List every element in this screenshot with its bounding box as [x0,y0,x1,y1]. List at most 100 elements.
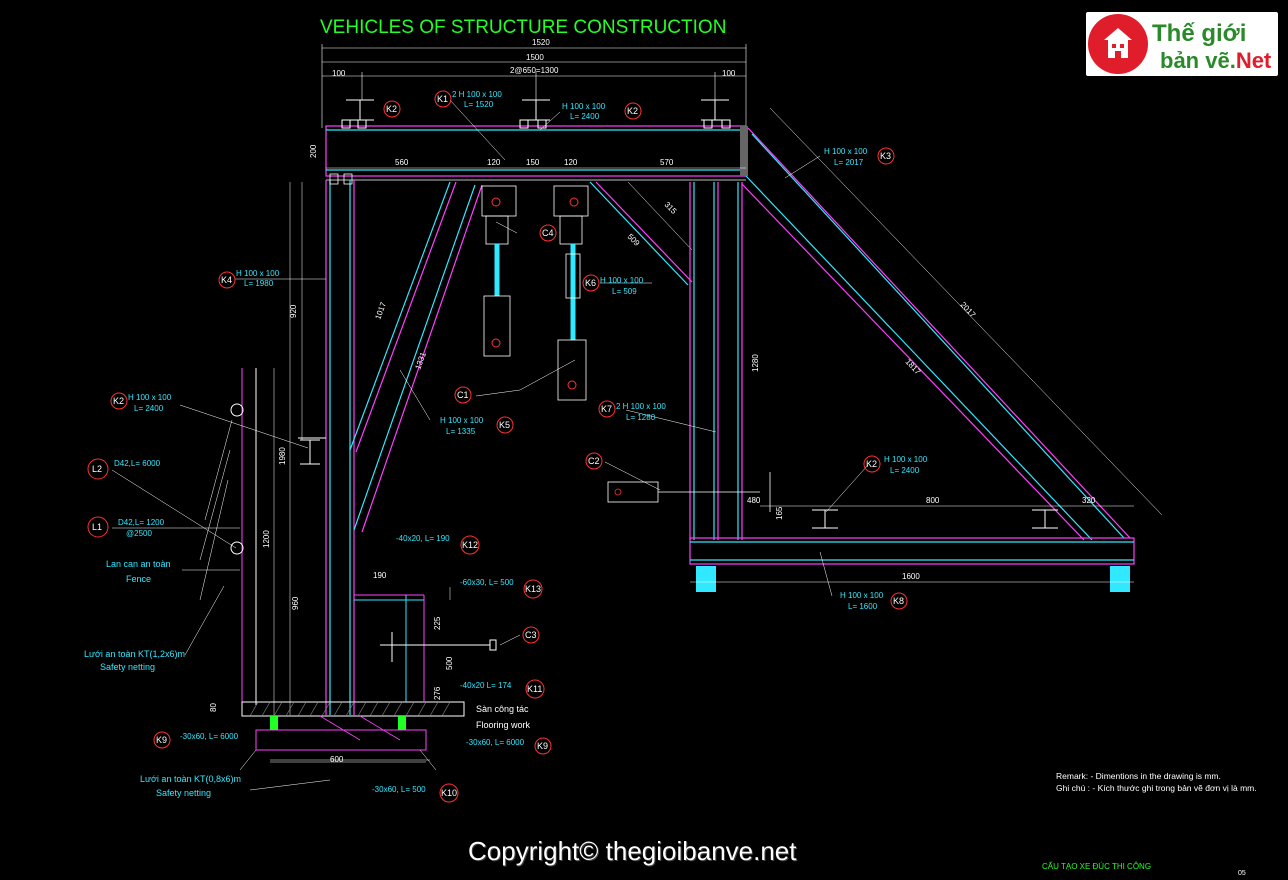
tag-k2-text: K2 [866,459,877,469]
drawing-footer-title: CẤU TẠO XE ĐÚC THI CÔNG [1042,862,1152,871]
tag-k3-text: K3 [880,151,891,161]
k9-label: -30x60, L= 6000 [180,732,239,741]
tag-k2-text: K2 [386,104,397,114]
dim-1500: 1500 [526,53,544,62]
fence [199,368,326,705]
top-dimensions [321,44,747,128]
fence-label-en: Fence [126,574,151,584]
tag-c2-text: C2 [588,456,600,466]
logo-text-net: Net [1235,48,1272,73]
tag-k8-text: K8 [893,596,904,606]
tag-l1: L1 [87,516,109,538]
dim-570: 570 [660,158,674,167]
net2-label-en: Safety netting [156,788,211,798]
leader-lines [111,99,869,791]
tag-k7: K7 [598,400,616,418]
tag-c4-text: C4 [542,228,554,238]
k12-label: -40x20, L= 190 [396,534,450,543]
tag-k13: K13 [523,579,543,599]
dim-315: 315 [663,200,679,216]
dim-1017: 1017 [373,300,388,320]
l1-label-spacing: @2500 [126,529,152,538]
left-column [325,173,355,715]
dim-120a: 120 [487,158,501,167]
jack-c2 [607,472,771,512]
dim-960: 960 [291,596,300,610]
tag-k13-text: K13 [525,584,541,594]
dim-165: 165 [775,506,784,520]
tag-k8: K8 [890,592,908,610]
net1-label-en: Safety netting [100,662,155,672]
k3-label-length: L= 2017 [834,158,864,167]
tag-k6-text: K6 [585,278,596,288]
k4-label-section: H 100 x 100 [236,269,280,278]
tag-k9-text: K9 [537,741,548,751]
k11-label: -40x20 L= 174 [460,681,512,690]
tag-k5: K5 [496,416,514,434]
k4-label-length: L= 1980 [244,279,274,288]
remark-line-en: Remark: - Dimentions in the drawing is m… [1056,771,1221,781]
tag-c1: C1 [454,386,472,404]
tag-c3-text: C3 [525,630,537,640]
tag-k4-text: K4 [221,275,232,285]
k7-label-section: 2 H 100 x 100 [616,402,666,411]
dim-480: 480 [747,496,761,505]
dim-500: 500 [445,656,454,670]
fence-label-vi: Lan can an toàn [106,559,171,569]
dim-1280: 1280 [751,354,760,372]
k6-label-section: H 100 x 100 [600,276,644,285]
tag-k1-text: K1 [437,94,448,104]
left-dimensions [273,182,303,715]
tag-l1-text: L1 [92,522,102,532]
k2top-label-length: L= 2400 [570,112,600,121]
tag-k10: K10 [439,783,459,803]
tag-k11-text: K11 [527,684,542,694]
tag-k9-left: K9 [153,731,171,749]
tag-k12-text: K12 [462,540,478,550]
logo-text-main: bản vẽ. [1160,48,1236,73]
dim-320: 320 [1082,496,1096,505]
k5-label-section: H 100 x 100 [440,416,484,425]
tag-k1: K1 [434,90,452,108]
dim-800: 800 [926,496,940,505]
hanger-left [481,185,517,357]
k2left-label-length: L= 2400 [134,404,164,413]
l2-label: D42,L= 6000 [114,459,161,468]
k10-label: -30x60, L= 500 [372,785,426,794]
working-platform [239,594,497,771]
k8-label-section: H 100 x 100 [840,591,884,600]
tag-k2-left: K2 [110,392,128,410]
top-beam [325,125,748,181]
site-logo: Thế giới bản vẽ.Net [1086,12,1278,76]
tag-k3: K3 [877,147,895,165]
logo-text-line1: Thế giới [1152,20,1247,47]
k2right-label-section: H 100 x 100 [884,455,928,464]
main-diagonal [741,107,1163,541]
hanger-right [553,185,589,401]
remark-block: Remark: - Dimentions in the drawing is m… [1056,770,1257,794]
tag-k12: K12 [460,535,480,555]
k13-label: -60x30, L= 500 [460,578,514,587]
dim-560: 560 [395,158,409,167]
i-sections-top [341,99,731,129]
remark-line-vi: Ghi chú : - Kích thước ghi trong bản vẽ … [1056,783,1257,793]
tag-k9-text: K9 [156,735,167,745]
k7-label-length: L= 1280 [626,413,656,422]
tag-c2: C2 [585,452,603,470]
dim-225: 225 [433,616,442,630]
tag-k6: K6 [582,274,600,292]
dim-600: 600 [330,755,344,764]
dim-100-right: 100 [722,69,736,78]
dim-920: 920 [289,304,298,318]
right-column [689,182,743,540]
tag-k10-text: K10 [441,788,457,798]
net1-label-vi: Lưới an toàn KT(1,2x6)m [84,649,185,659]
tag-k4: K4 [218,271,236,289]
dim-120b: 120 [564,158,578,167]
bottom-beam [689,505,1135,592]
k5-label-length: L= 1335 [446,427,476,436]
tag-k7-text: K7 [601,404,612,414]
dim-2at650: 2@650=1300 [510,66,559,75]
tag-k11: K11 [525,679,545,699]
